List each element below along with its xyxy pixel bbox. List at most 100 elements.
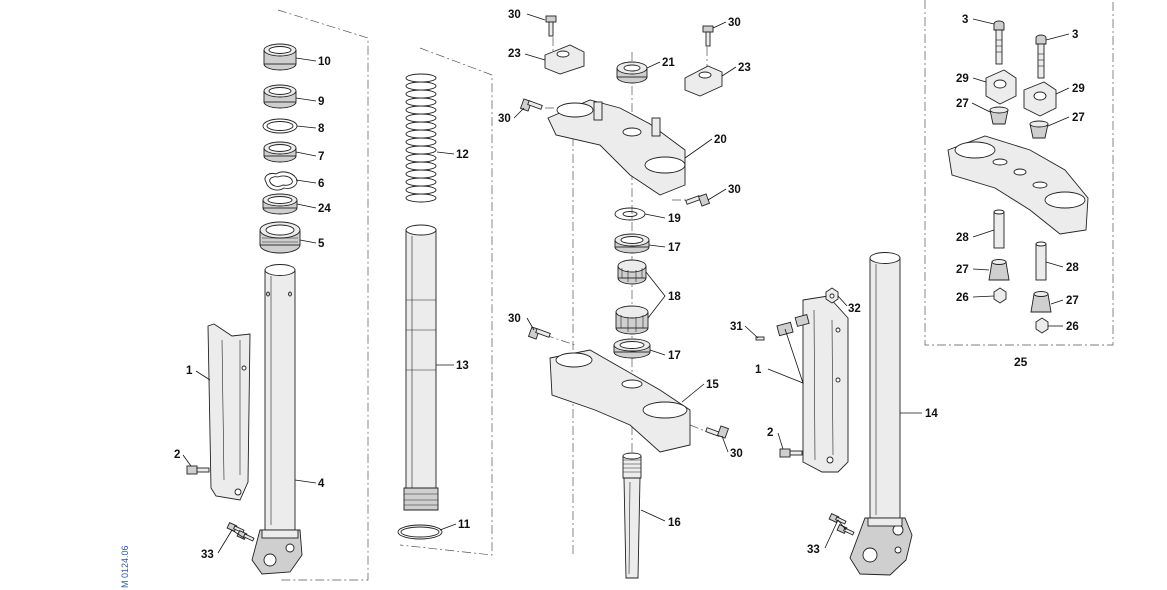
bolt-part-30-lower-left [527,326,551,340]
steering-stem-part-16 [622,452,642,579]
callout-30-a: 30 [508,9,521,21]
callout-4: 4 [318,478,325,490]
callout-15: 15 [706,379,719,391]
outer-tube-part-4 [251,264,303,575]
rubber-part-27-top-left [989,106,1009,125]
callout-30-c: 30 [498,113,511,125]
clamp-part-23-left [544,44,585,75]
fork-guard-part-1-left [207,323,251,501]
callout-12: 12 [456,149,469,161]
callout-3-right: 3 [1072,29,1078,41]
callout-27-c: 27 [956,264,969,276]
snap-ring-part-11 [397,524,443,540]
leader-lines [182,13,1070,554]
bolt-part-2-left [186,465,210,475]
callout-6: 6 [318,178,324,190]
rubber-part-27-bottom-left [988,259,1010,281]
nut-part-26-left [993,287,1007,304]
callout-24: 24 [318,203,331,215]
right-fork-leg-group [755,252,913,576]
bushing-part-9 [263,84,297,109]
callout-27-b: 27 [1072,112,1085,124]
bolt-part-30-lower-right [705,425,730,439]
callout-23-right: 23 [738,62,751,74]
callout-29-right: 29 [1072,83,1085,95]
upper-triple-clamp-part-20 [547,99,686,196]
callout-14: 14 [925,408,938,420]
washer-part-8 [262,118,298,134]
seal-part-7 [263,141,297,163]
callout-10: 10 [318,56,331,68]
clip-part-31 [755,314,810,341]
callout-9: 9 [318,96,324,108]
dust-seal-part-24 [262,193,298,215]
lower-triple-clamp-part-15 [549,349,691,453]
callout-28-right: 28 [1066,262,1079,274]
bolts-part-33-right [828,512,855,536]
nut-part-32 [825,287,839,304]
bolt-part-30-top-right [702,25,714,47]
pin-part-28-left [993,209,1005,249]
bolt-part-3-left [993,20,1005,65]
callout-17-upper: 17 [668,242,681,254]
inner-tube-part-13 [403,224,439,511]
rubber-part-27-bottom-right [1030,291,1052,313]
callout-33-right: 33 [807,544,820,556]
callout-3-left: 3 [962,14,968,26]
callout-30-d: 30 [728,184,741,196]
circlip-part-6 [264,171,298,191]
callout-17-lower: 17 [668,350,681,362]
clamp-part-23-right [684,65,723,97]
spring-part-12 [405,73,437,203]
callout-25: 25 [1014,355,1028,369]
clamp-part-29-right [1023,81,1057,117]
cap-part-5 [259,221,301,254]
callout-21: 21 [662,57,675,69]
nut-part-26-right [1035,317,1049,334]
bolt-part-30-top-left [545,15,557,37]
bearing-part-18 [615,259,649,335]
triple-clamp-kit-body [947,135,1089,235]
callout-27-d: 27 [1066,295,1079,307]
bolt-part-2-right [779,448,803,458]
bolt-part-3-right [1035,34,1047,79]
left-fork-leg-group [186,43,303,575]
callout-27-a: 27 [956,98,969,110]
callout-1-left: 1 [186,365,193,377]
callout-19: 19 [668,213,681,225]
rubber-part-27-top-right [1029,120,1049,139]
bolts-part-33-left [226,521,255,542]
callout-23-left: 23 [508,48,521,60]
callout-28-left: 28 [956,232,969,244]
bushing-part-10 [263,43,297,71]
callout-20: 20 [714,134,727,146]
outer-tube-part-14 [849,252,913,576]
callout-29-left: 29 [956,73,969,85]
callout-18: 18 [668,291,681,303]
bolt-part-30-mid-right [685,193,711,207]
callout-30-b: 30 [728,17,741,29]
callout-2-right: 2 [767,427,773,439]
callout-32: 32 [848,303,861,315]
callout-26-b: 26 [1066,321,1079,333]
callout-16: 16 [668,517,681,529]
nut-part-21 [616,61,648,84]
callout-33-left: 33 [201,549,214,561]
callout-7: 7 [318,151,324,163]
inset-kit-part-25 [947,20,1089,334]
callout-31: 31 [730,321,743,333]
callout-1-right: 1 [755,364,762,376]
bolt-part-30-mid-left [519,98,543,112]
callout-11: 11 [458,519,471,531]
callout-13: 13 [456,360,469,372]
bearing-cup-part-17-lower [613,338,651,359]
clamp-part-29-left [985,69,1017,105]
pin-part-28-right [1035,241,1047,281]
callout-2-left: 2 [174,449,180,461]
diagram-reference-code: M 0124.06 [120,545,130,588]
bearing-cup-part-17-upper [614,233,650,254]
callout-30-f: 30 [730,448,743,460]
callout-5: 5 [318,238,325,250]
callout-labels: 10 9 8 7 6 24 5 4 1 2 33 12 13 11 30 30 … [120,9,1085,588]
